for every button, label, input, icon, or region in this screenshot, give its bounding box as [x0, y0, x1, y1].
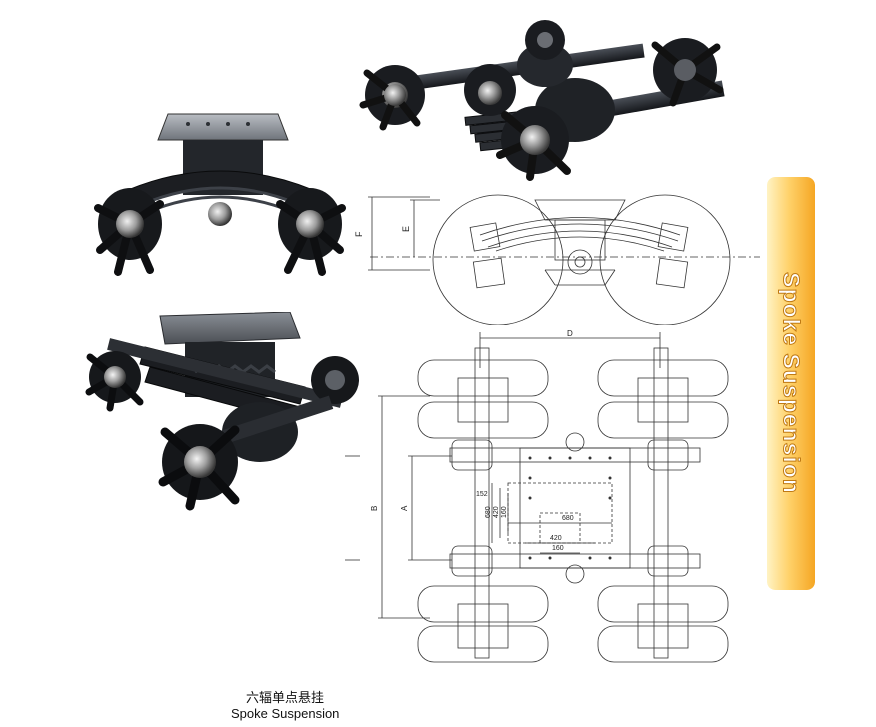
top-view-drawing: D B A 152 680 420 160 680 420 160	[345, 329, 729, 663]
dim-160-vertical-label: 160	[501, 506, 508, 518]
tyre-group-rear-left	[417, 359, 549, 439]
suspension-photo-bottom	[85, 312, 359, 511]
dim-a-label: A	[400, 505, 409, 511]
dim-160-horizontal-label: 160	[552, 545, 564, 552]
dim-d-label: D	[567, 329, 573, 338]
caption-chinese: 六辐单点悬挂	[246, 691, 325, 706]
caption-english: Spoke Suspension	[231, 706, 340, 721]
dim-152-label: 152	[476, 491, 488, 498]
dim-680-horizontal-label: 680	[562, 515, 574, 522]
suspension-photo-front	[94, 113, 346, 276]
side-tab-label: Spoke Suspension	[778, 272, 805, 495]
dim-e-label: E	[401, 226, 411, 232]
dim-f-label: F	[354, 231, 364, 237]
dim-420-horizontal-label: 420	[550, 535, 562, 542]
tyre-group-rear-right	[597, 359, 729, 439]
dim-b-label: B	[370, 506, 379, 511]
tyre-group-front-left	[417, 585, 549, 663]
side-tab-banner	[767, 177, 815, 590]
side-view-right-tyre	[599, 194, 731, 325]
dim-420-vertical-label: 420	[493, 506, 500, 518]
suspension-photo-top	[359, 20, 725, 181]
side-view-drawing: F E	[354, 194, 760, 325]
dim-680-vertical-label: 680	[485, 506, 492, 518]
side-view-left-tyre	[432, 194, 564, 325]
tyre-group-front-right	[597, 585, 729, 663]
